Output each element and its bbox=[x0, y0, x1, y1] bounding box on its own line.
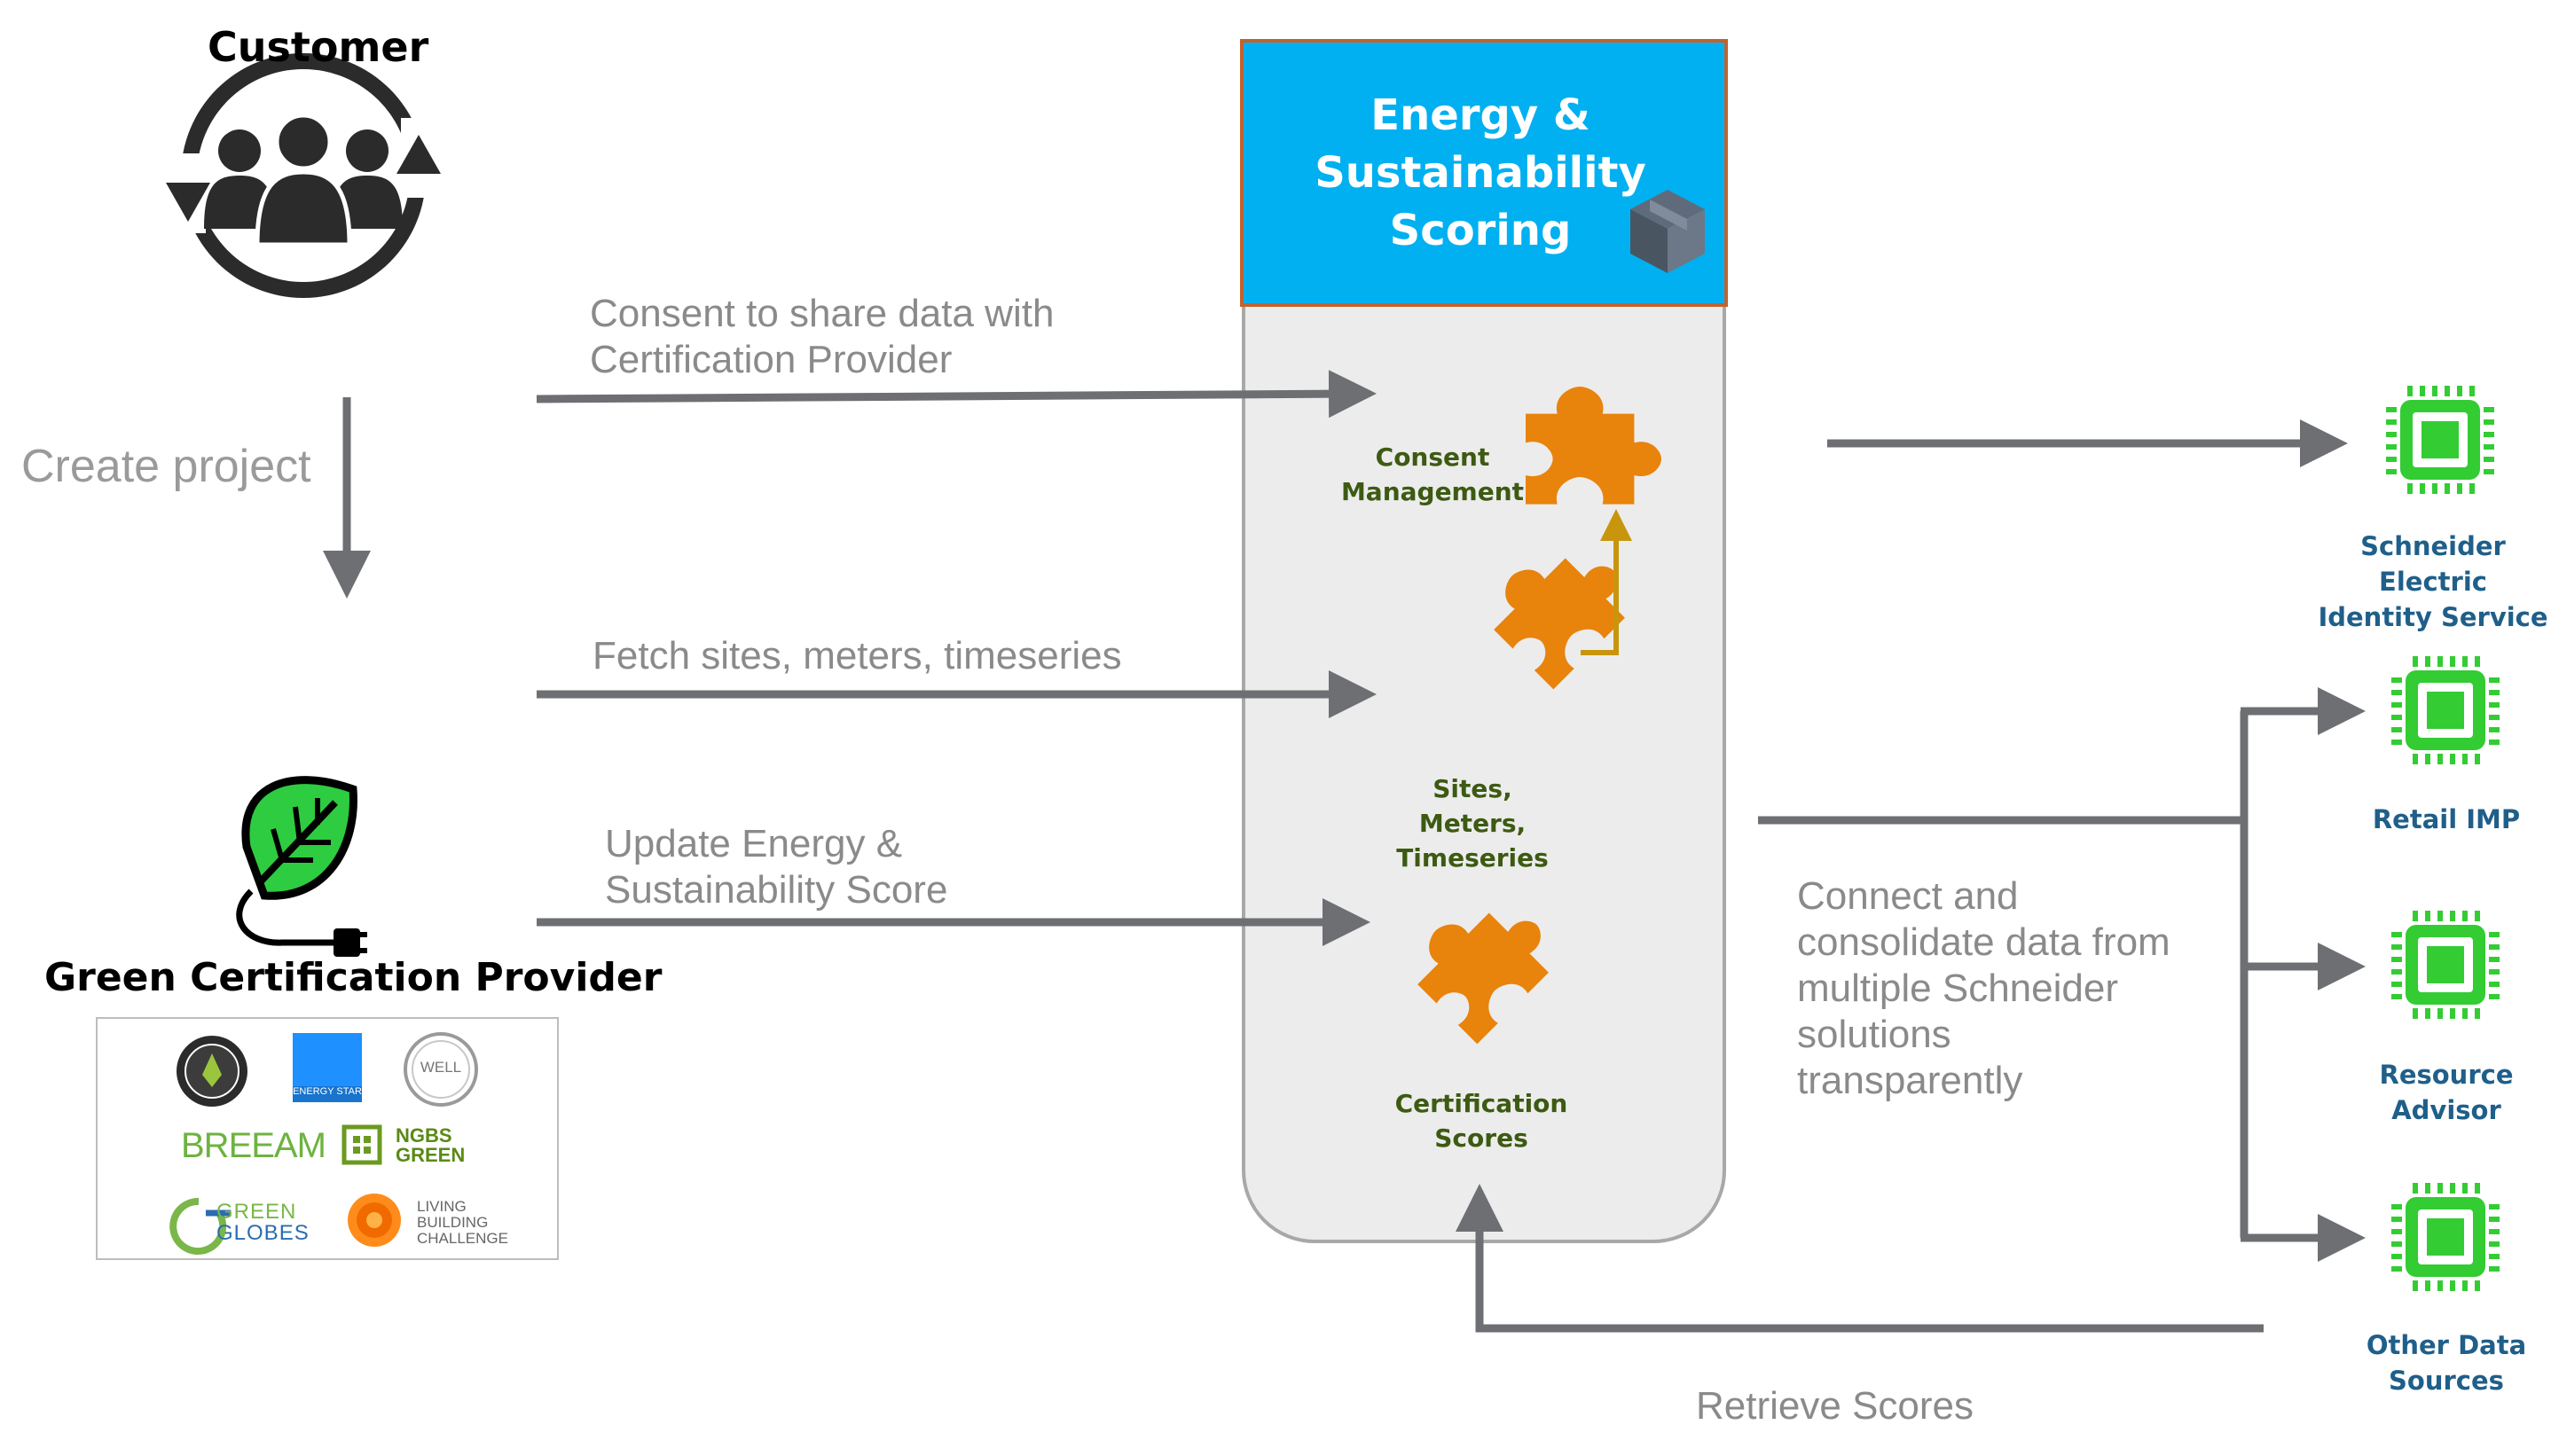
energy-star-text: ENERGY STAR bbox=[293, 1086, 362, 1097]
green-globes-logo-icon bbox=[169, 1197, 231, 1255]
ngbs-logo-icon bbox=[341, 1124, 382, 1165]
connect-line3: multiple Schneider bbox=[1797, 967, 2118, 1010]
package-icon bbox=[1630, 190, 1705, 273]
well-logo-icon bbox=[404, 1032, 478, 1107]
other-line2: Sources bbox=[2389, 1366, 2504, 1396]
retrieve-flow-label: Retrieve Scores bbox=[1696, 1384, 1974, 1428]
consent-flow-line1: Consent to share data with bbox=[590, 292, 1055, 335]
breeam-text: BREEAM bbox=[181, 1126, 326, 1165]
create-project-label: Create project bbox=[21, 441, 311, 492]
cert-label-line2: Scores bbox=[1434, 1123, 1528, 1153]
identity-line1: Schneider Electric bbox=[2360, 531, 2506, 597]
provider-title: Green Certification Provider bbox=[44, 955, 663, 1000]
connect-line2: consolidate data from bbox=[1797, 920, 2170, 964]
leed-logo-icon bbox=[177, 1036, 247, 1107]
lbc-line2: BUILDING bbox=[417, 1214, 489, 1231]
sites-label-line2: Meters, bbox=[1418, 809, 1527, 838]
customer-title: Customer bbox=[208, 23, 429, 71]
energy-star-logo-icon bbox=[293, 1033, 362, 1102]
lbc-line3: CHALLENGE bbox=[417, 1230, 508, 1247]
resource-chip-icon bbox=[2391, 911, 2500, 1019]
retrieve-scores-arrow bbox=[1456, 1184, 2264, 1333]
connect-line4: solutions bbox=[1797, 1013, 1951, 1056]
sites-label-line1: Sites, bbox=[1432, 774, 1512, 803]
ngbs-line2: GREEN bbox=[396, 1144, 466, 1166]
scoring-title-line2: Sustainability bbox=[1315, 148, 1646, 198]
retail-imp-label: Retail IMP bbox=[2372, 804, 2521, 834]
scoring-title: Energy & Sustainability Scoring bbox=[1304, 87, 1657, 260]
connect-line1: Connect and bbox=[1797, 874, 2019, 918]
resource-line2: Advisor bbox=[2391, 1095, 2501, 1125]
retail-chip-icon bbox=[2391, 656, 2500, 764]
connect-line5: transparently bbox=[1797, 1059, 2023, 1102]
sites-to-consent-arrow bbox=[1581, 509, 1632, 655]
fetch-flow-label: Fetch sites, meters, timeseries bbox=[593, 634, 1122, 677]
other-line1: Other Data bbox=[2366, 1330, 2527, 1360]
identity-chip-icon bbox=[2386, 386, 2494, 494]
lbc-line1: LIVING bbox=[417, 1198, 467, 1215]
scoring-title-line3: Scoring bbox=[1389, 206, 1572, 255]
customer-icon bbox=[166, 53, 441, 298]
connect-flow-label: Connect and consolidate data from multip… bbox=[1797, 873, 2170, 1104]
consent-label-line1: Consent bbox=[1375, 442, 1490, 472]
resource-line1: Resource bbox=[2379, 1060, 2514, 1090]
well-text: WELL bbox=[420, 1059, 462, 1076]
lbc-flower-logo-icon bbox=[348, 1194, 401, 1247]
consent-arrow bbox=[536, 370, 1377, 419]
leaf-icon bbox=[236, 776, 367, 957]
consent-flow-line2: Certification Provider bbox=[590, 338, 953, 381]
gg-line2: GLOBES bbox=[216, 1221, 310, 1245]
scoring-title-line1: Energy & bbox=[1370, 90, 1590, 140]
update-flow-line2: Sustainability Score bbox=[605, 868, 948, 912]
consent-label-line2: Management bbox=[1340, 477, 1525, 506]
sites-label-line3: Timeseries bbox=[1396, 843, 1549, 873]
gg-line1: GREEN bbox=[216, 1200, 297, 1224]
sites-meters-label: Sites, Meters, Timeseries bbox=[1375, 771, 1570, 875]
ngbs-line1: NGBS bbox=[396, 1124, 452, 1147]
update-flow-line1: Update Energy & bbox=[605, 822, 903, 865]
update-flow-label: Update Energy &Sustainability Score bbox=[605, 821, 947, 913]
other-chip-icon bbox=[2391, 1183, 2500, 1291]
identity-line2: Identity Service bbox=[2318, 602, 2548, 632]
cert-label-line1: Certification bbox=[1394, 1089, 1568, 1118]
